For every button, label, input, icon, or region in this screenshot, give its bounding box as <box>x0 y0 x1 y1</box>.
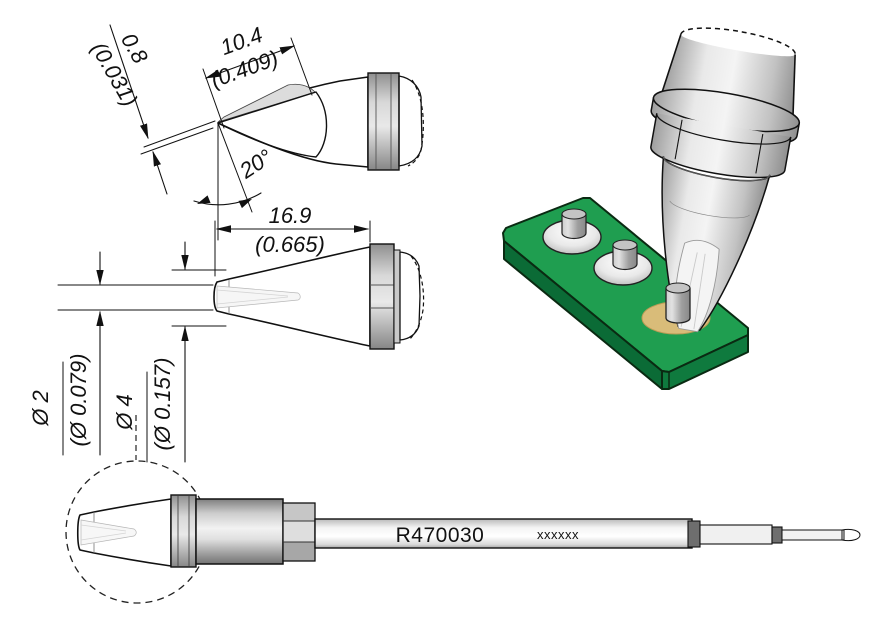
hex-nut-top-edge <box>656 113 792 145</box>
solder-joint <box>542 208 602 255</box>
dimension-leader-thickness-upper <box>109 24 149 140</box>
pin-top <box>665 282 691 294</box>
dim-tip-diameter-in: (Ø 0.079) <box>66 354 91 447</box>
dim-body-diameter-mm: Ø 4 <box>112 394 137 430</box>
side-view-cap <box>399 251 421 341</box>
bevel-view-cap-phantom-edge <box>407 79 424 167</box>
side-view-body <box>213 246 371 347</box>
dim-body-diameter-in: (Ø 0.157) <box>150 358 175 451</box>
cartridge-nose-cone <box>76 498 172 567</box>
angle-reference-slant <box>217 122 253 213</box>
cartridge-full-view: R470030 xxxxxx <box>65 415 861 604</box>
cone-seam <box>663 156 771 182</box>
part-number-text: R470030 <box>396 524 485 547</box>
bevel-view-cap <box>398 75 423 167</box>
extension-line <box>202 68 225 129</box>
dim-length-in: (0.665) <box>255 232 325 257</box>
shaft-rear-tube <box>699 524 773 545</box>
hex-facet-mid <box>283 521 315 542</box>
cone-seam <box>669 200 750 219</box>
cartridge-hex-section <box>282 502 316 562</box>
hex-facet-edge <box>755 133 764 174</box>
marking-text: xxxxxx <box>537 527 579 542</box>
hex-nut <box>650 113 792 179</box>
dimension-leader-thickness-lower <box>152 150 168 195</box>
bevel-view-top-sliver <box>217 83 316 123</box>
cartridge-body-cylinder <box>195 498 284 565</box>
bevel-detail-view: 10.4 (0.409) 0.8 (0.031) 20° <box>86 22 424 241</box>
cartridge-shaft <box>314 518 693 549</box>
bevel-view-collar <box>367 72 400 171</box>
pin-top <box>561 208 587 220</box>
pin-body <box>612 245 638 271</box>
pin-top <box>612 239 638 251</box>
side-view-collar <box>369 243 395 350</box>
dim-tip-diameter-mm: Ø 2 <box>28 390 53 426</box>
hex-facet-edge <box>674 119 683 160</box>
soldering-3d-illustration <box>502 27 801 390</box>
dim-bevel-angle: 20° <box>234 144 277 184</box>
cylinder-edge <box>660 34 682 97</box>
pin-being-soldered <box>665 282 691 324</box>
side-profile-view: 16.9 (0.665) Ø 2 (Ø 0.079) Ø 4 (Ø 0.157) <box>28 203 425 463</box>
side-view-cap-phantom-edge <box>409 255 425 340</box>
contact-rod <box>781 529 845 541</box>
pin-body <box>665 288 691 324</box>
cartridge-chisel-highlight <box>80 519 137 546</box>
iron-tip-assembly <box>650 27 801 333</box>
angle-arrow <box>197 195 211 204</box>
cartridge-collar <box>170 494 197 568</box>
shaft-end-band <box>687 520 701 548</box>
chisel-crease-lines <box>80 524 127 541</box>
pin-body <box>561 214 587 240</box>
extension-line <box>140 127 214 155</box>
hex-facet-bottom <box>283 542 315 561</box>
shaft-rear-band <box>771 526 783 544</box>
contact-blade-end <box>841 528 861 542</box>
bevel-face-hatched <box>217 91 328 158</box>
extension-line <box>143 120 216 148</box>
cylinder-edge <box>792 54 796 120</box>
hex-facet-top <box>283 503 315 521</box>
side-view-step <box>393 249 401 344</box>
solder-joint <box>593 239 653 286</box>
dimension-line-face-length <box>204 45 296 79</box>
angle-arrow <box>238 199 252 209</box>
dim-length-mm: 16.9 <box>269 203 312 228</box>
chisel-crease-lines <box>216 289 289 305</box>
